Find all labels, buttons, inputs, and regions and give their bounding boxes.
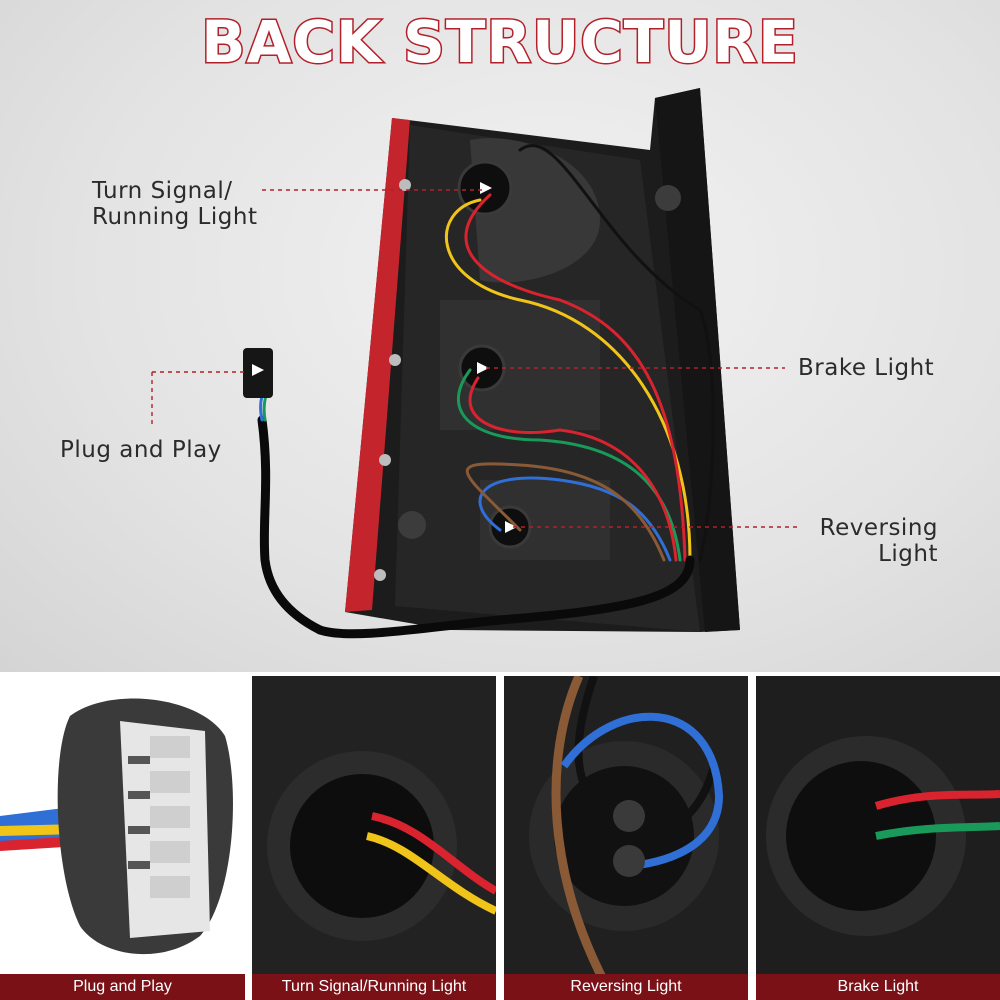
reversing-label-line2: Light [878, 541, 938, 567]
turn-signal-label-line1: Turn Signal/ [92, 178, 233, 204]
detail-photo-strip: Plug and Play Turn Signal/Running Light … [0, 676, 1000, 1000]
turn-signal-closeup-image [252, 676, 496, 1000]
detail-panel-plug: Plug and Play [0, 676, 245, 1000]
page-title: BACK STRUCTURE [200, 7, 799, 78]
callout-lines [151, 189, 800, 528]
plug-closeup-image [0, 698, 233, 955]
plug-and-play-callout: Plug and Play [60, 437, 222, 463]
turn-signal-callout: Turn Signal/ Running Light [92, 178, 257, 230]
reversing-label-line1: Reversing [819, 515, 938, 541]
turn-signal-label-line2: Running Light [92, 204, 258, 230]
turn-signal-socket [457, 160, 513, 216]
tail-light-housing [345, 88, 740, 632]
reversing-closeup-image [504, 676, 748, 1000]
brake-light-callout: Brake Light [798, 355, 935, 381]
tail-light-back-illustration [151, 88, 800, 639]
detail-panel-brake: Brake Light [756, 676, 1000, 1000]
hero-section: BACK STRUCTURE Turn Signal/ Running Ligh… [0, 0, 1000, 672]
caption-plug-and-play: Plug and Play [0, 974, 245, 1000]
detail-panel-turn-signal: Turn Signal/Running Light [252, 676, 496, 1000]
caption-brake-light: Brake Light [756, 974, 1000, 1000]
reversing-light-callout: Reversing Light [780, 515, 938, 567]
wiring-harness [257, 144, 715, 639]
detail-panel-reversing: Reversing Light [504, 676, 748, 1000]
caption-reversing-light: Reversing Light [504, 974, 748, 1000]
brake-closeup-image [756, 676, 1000, 1000]
plug-connector [243, 348, 273, 398]
caption-turn-signal: Turn Signal/Running Light [252, 974, 496, 1000]
